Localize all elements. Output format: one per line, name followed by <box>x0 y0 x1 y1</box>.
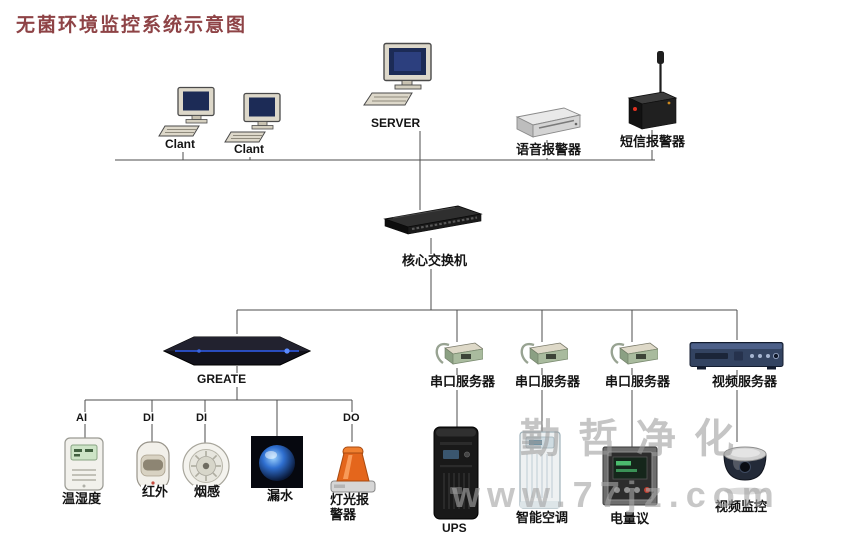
serial-server-icon <box>608 334 658 370</box>
node-label-serial-server1: 串口服务器 <box>429 374 497 390</box>
node-label-ups: UPS <box>441 521 468 536</box>
sms-alarm-icon <box>624 50 679 132</box>
io-label-do: DO <box>342 412 361 424</box>
voice-alarm-icon <box>512 104 582 142</box>
core-switch-icon <box>383 198 483 240</box>
client-computer-icon <box>158 86 218 138</box>
node-label-smoke: 烟感 <box>193 484 222 500</box>
node-label-video-monitor: 视频监控 <box>714 499 769 515</box>
light-alarm-icon <box>327 440 379 494</box>
node-label-power-meter: 电量议 <box>609 511 651 527</box>
greate-controller-icon <box>163 330 311 372</box>
client-computer-icon <box>224 92 284 144</box>
node-label-core-switch: 核心交换机 <box>401 253 469 269</box>
node-label-temp-humidity: 温湿度 <box>61 491 103 507</box>
page-title: 无菌环境监控系统示意图 <box>16 15 248 36</box>
node-label-client2: Clant <box>233 142 265 157</box>
node-label-video-server: 视频服务器 <box>711 374 779 390</box>
node-label-light-alarm: 灯光报警器 <box>329 492 377 523</box>
node-label-water-leak: 漏水 <box>266 488 295 504</box>
video-server-icon <box>689 336 784 372</box>
air-conditioner-icon <box>517 430 563 510</box>
io-label-di2: DI <box>195 412 208 424</box>
dome-camera-icon <box>719 440 771 496</box>
node-label-smart-ac: 智能空调 <box>515 510 570 526</box>
serial-server-icon <box>433 334 483 370</box>
node-label-serial-server2: 串口服务器 <box>514 374 582 390</box>
power-meter-icon <box>602 446 658 506</box>
server-computer-icon <box>363 42 433 118</box>
node-label-server: SERVER <box>370 116 422 131</box>
node-label-client1: Clant <box>164 137 196 152</box>
io-label-ai: AI <box>75 412 88 424</box>
infrared-sensor-icon <box>130 440 176 492</box>
serial-server-icon <box>518 334 568 370</box>
edges <box>84 117 738 448</box>
node-label-serial-server3: 串口服务器 <box>604 374 672 390</box>
node-label-sms-alarm: 短信报警器 <box>619 134 687 150</box>
node-label-voice-alarm: 语音报警器 <box>515 142 583 158</box>
temp-humidity-sensor-icon <box>63 436 105 492</box>
watermark-url: www.77jz.com <box>452 474 781 515</box>
node-label-infrared: 红外 <box>141 484 170 500</box>
node-label-greate: GREATE <box>196 372 248 387</box>
watermark-brand: 勤哲净化 <box>520 417 752 461</box>
io-label-di1: DI <box>142 412 155 424</box>
ups-icon <box>431 425 481 521</box>
water-leak-sensor-icon <box>251 436 303 488</box>
